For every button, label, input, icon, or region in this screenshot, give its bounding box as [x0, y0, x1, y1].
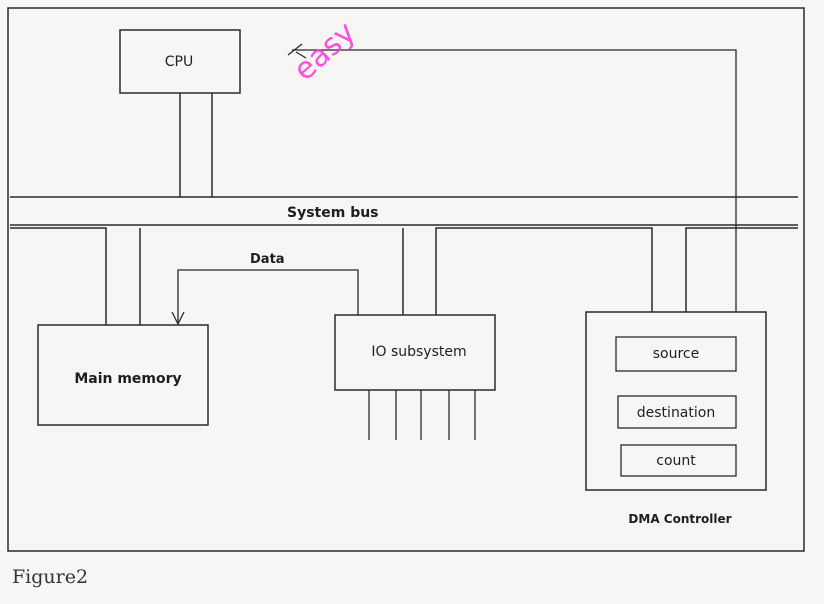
destination-register-box [617, 395, 737, 429]
figure-caption: Figure2 [12, 566, 89, 588]
dma-controller-box [585, 311, 767, 491]
cpu-label: CPU [165, 54, 193, 70]
system-bus-label: System bus [287, 205, 379, 221]
dma-to-cpu-arrowhead [287, 43, 307, 59]
dma-to-cpu-line [292, 49, 737, 312]
io-subsystem-label: IO subsystem [371, 344, 466, 360]
io-bus-connector-right [435, 227, 653, 315]
io-subsystem-box [334, 314, 496, 391]
data-path-arrowhead [171, 311, 185, 326]
dma-controller-label: DMA Controller [628, 512, 731, 526]
data-path-line [177, 269, 359, 322]
memory-bus-connector-left [10, 227, 107, 325]
data-label: Data [250, 252, 285, 267]
main-memory-label: Main memory [74, 371, 181, 387]
count-register-box [620, 444, 737, 477]
source-register-box [615, 336, 737, 372]
source-register-label: source [653, 346, 700, 362]
watermark: easy [287, 15, 363, 88]
main-memory-box [37, 324, 209, 426]
dma-bus-connector [685, 227, 798, 312]
outer-frame [7, 7, 805, 552]
destination-register-label: destination [637, 405, 715, 421]
count-register-label: count [656, 453, 696, 469]
